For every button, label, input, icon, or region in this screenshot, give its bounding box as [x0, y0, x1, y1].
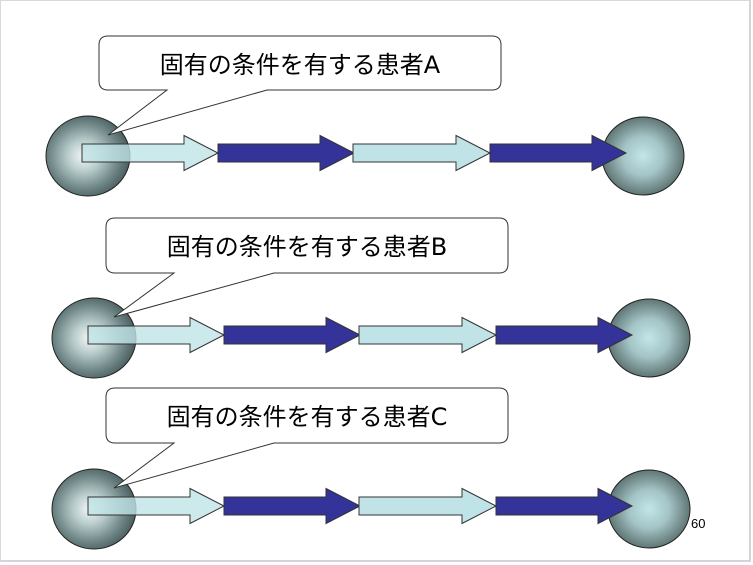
callout-label: 固有の条件を有する患者C [167, 403, 448, 431]
dark-arrow-2 [223, 316, 362, 354]
page-number: 60 [691, 516, 706, 531]
callout-box [105, 217, 509, 318]
callout-box [105, 387, 509, 489]
callout-label: 固有の条件を有する患者B [167, 233, 447, 261]
light-arrow-1 [87, 316, 226, 354]
light-arrow-3 [352, 134, 492, 172]
callout-box [98, 35, 502, 136]
dark-arrow-2 [223, 487, 362, 525]
dark-arrow-2 [217, 134, 356, 172]
pathway-row-b: 固有の条件を有する患者B [51, 217, 691, 379]
light-arrow-1 [87, 487, 226, 525]
light-arrow-3 [358, 316, 498, 354]
pathway-row-a: 固有の条件を有する患者A [45, 35, 685, 197]
dark-arrow-4 [495, 487, 634, 525]
light-arrow-3 [358, 487, 498, 525]
pathway-row-c: 固有の条件を有する患者C [51, 387, 691, 550]
dark-arrow-4 [495, 316, 634, 354]
callout-label: 固有の条件を有する患者A [160, 51, 441, 79]
light-arrow-1 [81, 134, 220, 172]
dark-arrow-4 [489, 134, 628, 172]
